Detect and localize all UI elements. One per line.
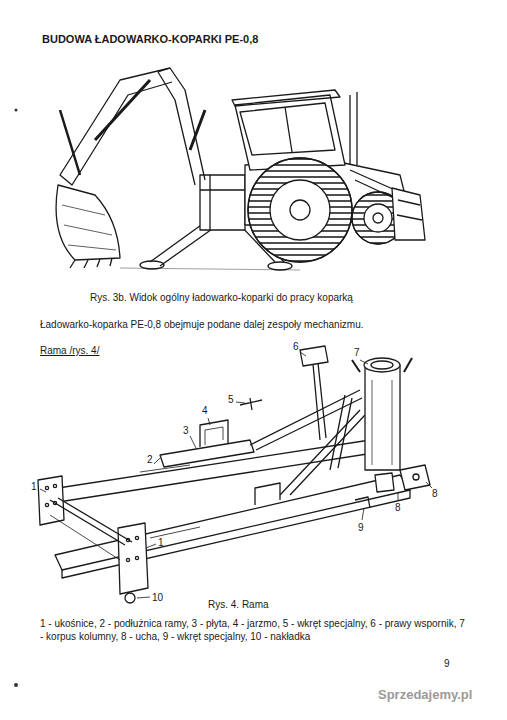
figure-caption: Rys. 4. Rama xyxy=(208,598,269,611)
callout-number: 2 xyxy=(147,453,153,466)
callout-number: 10 xyxy=(152,591,163,604)
backhoe-loader-sketch xyxy=(56,68,425,270)
page-title: BUDOWA ŁADOWARKO-KOPARKI PE-0,8 xyxy=(42,32,258,46)
scan-dot xyxy=(14,683,18,687)
callout-number: 3 xyxy=(183,424,189,437)
frame-drawing xyxy=(38,346,432,603)
page-number: 9 xyxy=(444,657,450,670)
callout-number: 8 xyxy=(432,487,438,500)
callout-number: 6 xyxy=(293,340,299,353)
legend-text: 1 - ukośnice, 2 - podłużnica ramy, 3 - p… xyxy=(40,617,470,643)
watermark: Sprzedajemy.pl xyxy=(378,686,472,703)
scan-dot xyxy=(15,109,18,112)
figure-caption: Rys. 3b. Widok ogólny ładowarko-koparki … xyxy=(90,291,353,304)
section-heading: Rama /rys. 4/ xyxy=(40,344,99,357)
callout-number: 1 xyxy=(158,536,164,549)
body-text: Ładowarko-koparka PE-0,8 obejmuje podane… xyxy=(40,318,364,331)
callout-number: 8 xyxy=(395,501,401,514)
callout-number: 7 xyxy=(354,346,360,359)
callout-number: 5 xyxy=(228,393,234,406)
callout-number: 9 xyxy=(358,521,364,534)
callout-number: 4 xyxy=(202,404,208,417)
callout-number: 1 xyxy=(31,480,37,493)
